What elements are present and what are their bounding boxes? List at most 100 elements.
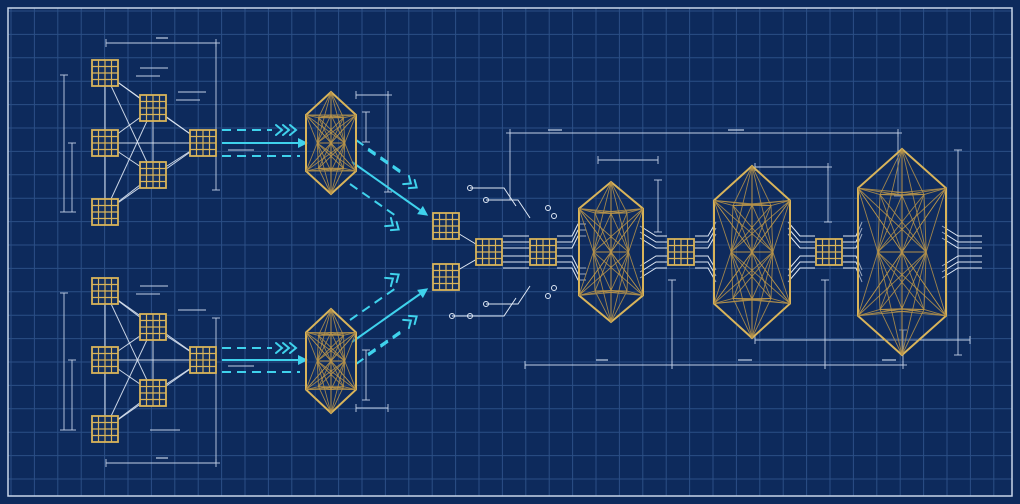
- crystal-facet: [713, 199, 734, 206]
- trace-terminal: [551, 285, 557, 291]
- circuit-trace: [941, 261, 975, 273]
- crystal-facet: [594, 212, 612, 253]
- crystal-facet: [592, 213, 612, 253]
- circuit-trace: [941, 255, 975, 267]
- crystal-facet: [318, 360, 346, 388]
- circuit-trace: [639, 237, 667, 249]
- crystal-facet: [857, 187, 925, 195]
- crystal-facet: [730, 251, 791, 304]
- chevron: [407, 178, 418, 190]
- chevron: [384, 216, 395, 228]
- crystal-facet: [857, 309, 881, 317]
- crystal-facet: [316, 360, 344, 388]
- circuit-trace: [486, 199, 531, 219]
- chevron: [389, 220, 400, 232]
- grid-node-icon: [529, 238, 557, 266]
- crystal-facet: [923, 309, 947, 317]
- trace-terminal: [483, 197, 489, 203]
- crystal-facet: [578, 208, 644, 296]
- crystal-facet: [316, 332, 357, 362]
- grid-node-icon: [815, 238, 843, 266]
- crystal-facet: [857, 309, 925, 317]
- crystal-facet: [330, 167, 344, 172]
- crystal-facet: [713, 298, 734, 305]
- crystal-facet: [305, 331, 319, 336]
- crystal-facet: [857, 188, 879, 253]
- crystal-facet: [923, 194, 927, 253]
- crystal-facet: [732, 205, 753, 253]
- grid-node-icon: [91, 198, 119, 226]
- crystal-facet: [713, 200, 791, 304]
- crystal-facet: [879, 194, 903, 253]
- crystal-facet: [343, 142, 346, 169]
- flow-line: [349, 183, 397, 217]
- crystal-facet: [305, 167, 319, 172]
- crystal-facet: [330, 91, 344, 118]
- circuit-trace: [557, 255, 586, 269]
- crystal-facet: [877, 148, 903, 253]
- crystal-facet: [330, 360, 344, 387]
- circuit-trace: [557, 261, 586, 275]
- circuit-trace: [843, 221, 863, 237]
- flow-line: [355, 139, 403, 173]
- grid-node-icon: [91, 59, 119, 87]
- flow-line: [367, 328, 405, 355]
- crystal-facet: [730, 200, 791, 253]
- crystal-facet: [877, 251, 903, 309]
- connection-line: [104, 72, 154, 176]
- crystal-facet: [330, 142, 344, 169]
- crystal-facet: [877, 251, 881, 310]
- crystal-facet: [305, 360, 318, 390]
- crystal-facet: [330, 308, 344, 336]
- crystal-facet: [305, 114, 357, 172]
- crystal-facet: [592, 251, 612, 323]
- blueprint-border: [7, 7, 1013, 497]
- crystal-facet: [730, 165, 753, 253]
- crystal-icon: [305, 90, 357, 196]
- trace-terminal: [483, 301, 489, 307]
- crystal-facet: [770, 251, 774, 299]
- crystal-facet: [901, 251, 925, 310]
- crystal-facet: [610, 181, 630, 253]
- crystal-facet: [751, 204, 774, 253]
- crystal-facet: [879, 251, 927, 310]
- crystal-facet: [713, 200, 774, 253]
- crystal-facet: [318, 334, 346, 362]
- crystal-facet: [578, 290, 596, 296]
- crystal-facet: [318, 335, 332, 362]
- trace-terminal: [467, 185, 473, 191]
- chevron-arrow-icon: [402, 314, 418, 330]
- chevron: [384, 276, 395, 288]
- crystal-facet: [592, 181, 612, 253]
- chevron-arrow-icon: [384, 216, 400, 232]
- chevron: [402, 318, 413, 330]
- crystal-facet: [578, 208, 596, 214]
- crystal-facet: [305, 386, 319, 391]
- crystal-facet: [901, 148, 927, 253]
- crystal-facet: [330, 331, 344, 336]
- crystal-facet: [751, 165, 774, 253]
- crystal-facet: [751, 251, 772, 299]
- chevron: [407, 314, 418, 326]
- crystal-facet: [330, 335, 344, 362]
- circuit-trace: [787, 261, 815, 277]
- crystal-facet: [923, 187, 947, 195]
- arrow-head: [298, 355, 308, 365]
- grid-node-icon: [475, 238, 503, 266]
- crystal-facet: [305, 142, 318, 172]
- crystal-facet: [578, 290, 628, 296]
- crystal-facet: [857, 251, 927, 317]
- crystal-facet: [770, 298, 791, 305]
- crystal-facet: [751, 251, 774, 300]
- crystal-facet: [330, 386, 344, 414]
- crystal-facet: [626, 208, 644, 214]
- crystal-facet: [318, 117, 346, 144]
- crystal-facet: [877, 251, 947, 317]
- chevron: [275, 342, 284, 354]
- chevron: [389, 272, 400, 284]
- circuit-trace: [787, 233, 815, 249]
- chevron: [289, 342, 298, 354]
